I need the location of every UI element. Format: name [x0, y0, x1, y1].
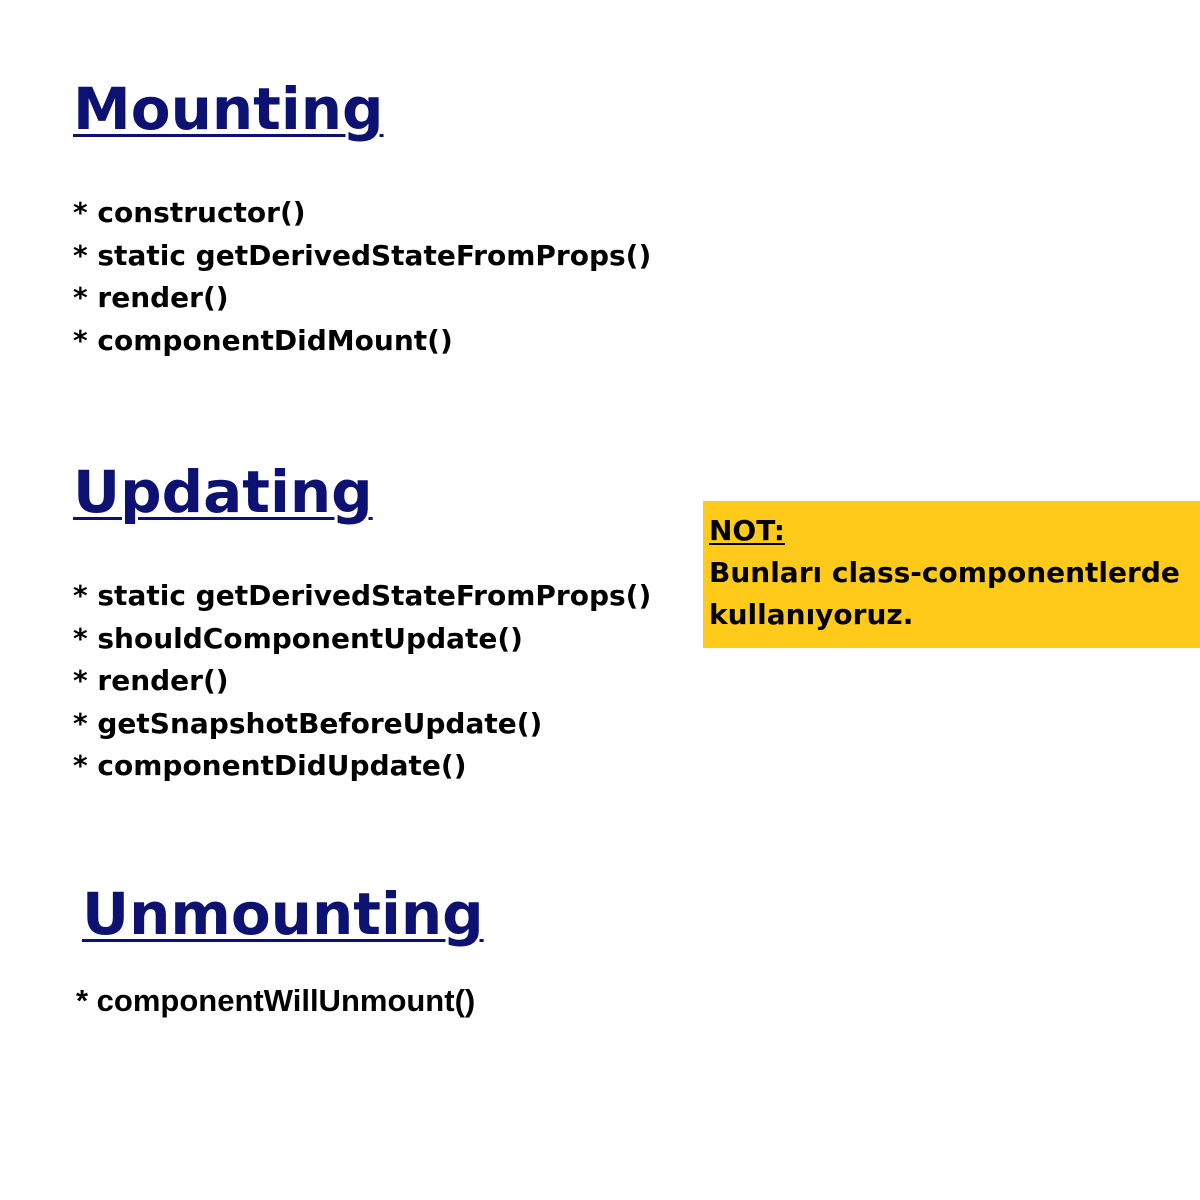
mounting-heading: Mounting [73, 75, 384, 143]
list-item: * componentDidUpdate() [73, 749, 467, 782]
mounting-method-list: * constructor() * static getDerivedState… [73, 192, 651, 362]
list-item: * constructor() [73, 196, 306, 229]
list-item: * render() [73, 664, 229, 697]
updating-method-list: * static getDerivedStateFromProps() * sh… [73, 575, 651, 788]
list-item: * static getDerivedStateFromProps() [73, 579, 652, 612]
unmounting-heading: Unmounting [82, 880, 484, 948]
updating-heading: Updating [73, 458, 373, 526]
list-item: * render() [73, 281, 229, 314]
unmounting-method-list: * componentWillUnmount() [76, 980, 475, 1022]
list-item: * componentWillUnmount() [76, 983, 476, 1018]
list-item: * static getDerivedStateFromProps() [73, 238, 652, 272]
note-heading: NOT: [709, 514, 786, 547]
list-item: * componentDidMount() [73, 323, 453, 357]
list-item: * shouldComponentUpdate() [73, 621, 523, 655]
note-box: NOT: Bunları class-componentlerde kullan… [703, 501, 1200, 648]
list-item: * getSnapshotBeforeUpdate() [73, 706, 543, 740]
note-text: Bunları class-componentlerde kullanıyoru… [709, 556, 1180, 631]
